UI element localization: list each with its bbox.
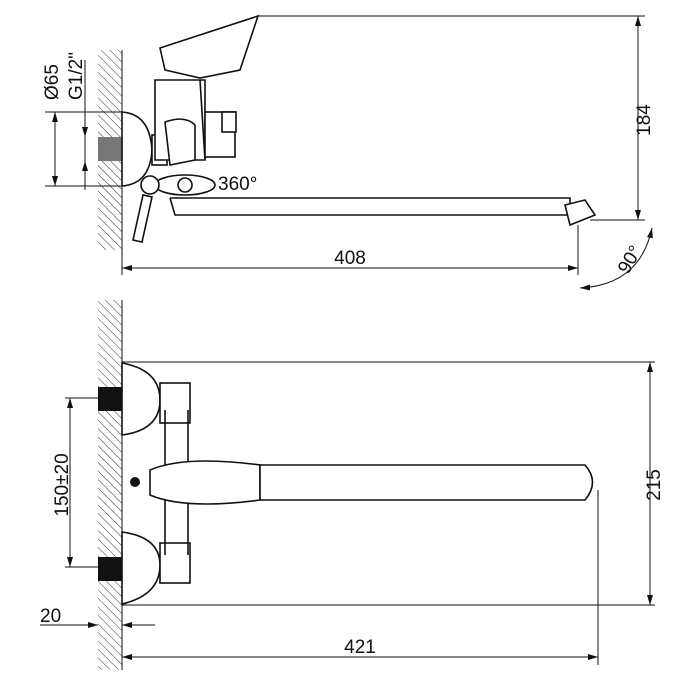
mixer-handle <box>149 460 261 505</box>
lower-escutcheon <box>121 531 161 606</box>
dim-height-label: 215 <box>644 469 665 501</box>
lever-handle <box>159 14 260 79</box>
hose-connector <box>132 194 153 243</box>
dim-length-label: 421 <box>344 637 376 658</box>
thread-pipe <box>98 137 122 161</box>
dim-thread-label: G1/2" <box>66 52 87 100</box>
dim-length-label: 408 <box>334 248 366 269</box>
dim-diameter-label: Ø65 <box>42 64 63 100</box>
dim-wall-offset-label: 20 <box>40 606 61 627</box>
side-view: 184 360° 408 90° Ø65 G1/2" <box>42 14 655 291</box>
dim-angle-label: 90° <box>614 242 647 277</box>
dim-height-label: 184 <box>634 104 655 136</box>
upper-escutcheon <box>121 362 161 436</box>
dim-spacing-label: 150±20 <box>52 453 73 516</box>
escutcheon <box>121 111 153 187</box>
spout <box>259 464 594 501</box>
spout <box>169 197 571 216</box>
dim-rotation-label: 360° <box>218 174 257 195</box>
wall-hatch <box>98 300 122 670</box>
front-view: 150±20 215 20 421 <box>40 300 665 670</box>
